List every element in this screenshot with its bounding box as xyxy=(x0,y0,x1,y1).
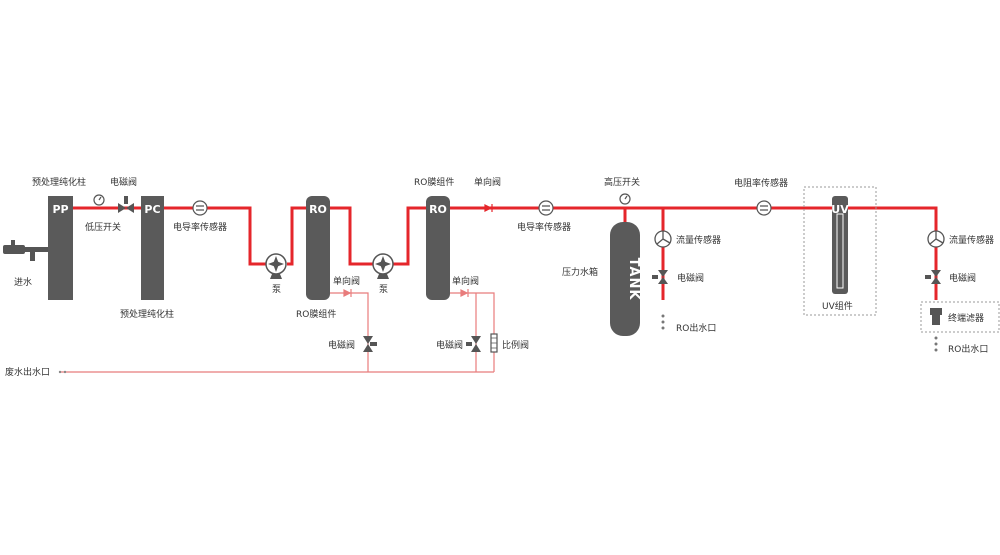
conductivity-sensor-1-icon xyxy=(192,200,208,216)
inlet-valve-label: 电磁阀 xyxy=(110,176,137,188)
solenoid-out-1-label: 电磁阀 xyxy=(677,272,704,284)
ro-outlet-1-drops-icon xyxy=(661,314,665,330)
pressure-tank: TANK xyxy=(610,222,641,336)
resistivity-sensor-icon xyxy=(756,200,772,216)
check-valve-1-label: 单向阀 xyxy=(333,275,360,287)
solenoid-out-2-label: 电磁阀 xyxy=(949,272,976,284)
waste-line-ro2 xyxy=(450,292,495,372)
pc-vessel: PC xyxy=(141,196,164,300)
check-valve-top-icon xyxy=(484,204,493,212)
uv-module-label: UV组件 xyxy=(822,300,853,312)
ro-membrane-1-label: RO膜组件 xyxy=(296,308,336,320)
terminal-filter xyxy=(920,301,1000,333)
solenoid-out-1-icon xyxy=(652,270,668,284)
cond-sensor-1-label: 电导率传感器 xyxy=(173,221,227,233)
waste-outlet-dots xyxy=(58,370,67,374)
check-valve-1-icon xyxy=(343,289,352,297)
pipe-segment-pump2-ro2 xyxy=(393,206,426,266)
ratio-valve-icon xyxy=(490,333,498,353)
high-pressure-switch-label: 高压开关 xyxy=(604,176,640,188)
ro-outlet-2-label: RO出水口 xyxy=(948,343,988,355)
pump-2-label: 泵 xyxy=(379,284,388,295)
cond-sensor-2-label: 电导率传感器 xyxy=(517,221,571,233)
pipe-segment-pc-pump1 xyxy=(164,206,266,266)
flow-sensor-1-icon xyxy=(654,230,672,248)
ro2-vessel-label: RO xyxy=(429,203,447,216)
high-pressure-switch-icon xyxy=(619,193,631,205)
ro2-vessel: RO xyxy=(426,196,450,300)
inlet-solenoid-valve-icon xyxy=(118,196,134,213)
waste-line-ro1 xyxy=(330,292,369,372)
low-pressure-switch-icon xyxy=(93,194,105,206)
ro1-vessel: RO xyxy=(306,196,330,300)
pretreat-top-label: 预处理纯化柱 xyxy=(32,176,86,188)
pump-1-label: 泵 xyxy=(272,284,281,295)
pipe-segment-pump1-ro1 xyxy=(287,206,306,266)
solenoid-out-2-icon xyxy=(925,270,941,284)
terminal-filter-label: 终端滤器 xyxy=(948,312,984,324)
check-valve-2-label: 单向阀 xyxy=(452,275,479,287)
waste-outlet-label: 废水出水口 xyxy=(5,366,50,378)
ro-outlet-2-drops-icon xyxy=(934,336,938,352)
solenoid-waste-2-label: 电磁阀 xyxy=(436,339,463,351)
faucet-icon xyxy=(3,240,49,261)
conductivity-sensor-2-icon xyxy=(538,200,554,216)
pump-1-icon xyxy=(265,253,287,279)
low-pressure-switch-label: 低压开关 xyxy=(85,221,121,233)
uv-module: UV xyxy=(803,186,877,316)
pp-vessel-label: PP xyxy=(52,203,68,216)
pipe-segment-ro1-pump2 xyxy=(330,206,373,266)
inlet-label: 进水 xyxy=(14,276,32,288)
pp-vessel: PP xyxy=(48,196,73,300)
ro-membrane-2-label: RO膜组件 xyxy=(414,176,454,188)
uv-vessel-label: UV xyxy=(831,203,849,216)
resistivity-sensor-label: 电阻率传感器 xyxy=(734,177,788,189)
main-pipeline xyxy=(73,206,938,300)
ratio-valve-label: 比例阀 xyxy=(502,339,529,351)
solenoid-waste-1-icon xyxy=(363,336,377,352)
pretreat-bottom-label: 预处理纯化柱 xyxy=(120,308,174,320)
waste-pipeline xyxy=(60,292,495,373)
solenoid-waste-1-label: 电磁阀 xyxy=(328,339,355,351)
ro1-vessel-label: RO xyxy=(309,203,327,216)
tank-vessel-label: TANK xyxy=(626,258,641,301)
flow-sensor-1-label: 流量传感器 xyxy=(676,234,721,246)
pipe-segment-uv-end xyxy=(848,206,938,300)
flow-sensor-2-icon xyxy=(927,230,945,248)
pump-2-icon xyxy=(372,253,394,279)
flow-sensor-2-label: 流量传感器 xyxy=(949,234,994,246)
pc-vessel-label: PC xyxy=(144,203,160,216)
check-valve-top-label: 单向阀 xyxy=(474,176,501,188)
ro-outlet-1-label: RO出水口 xyxy=(676,322,716,334)
check-valve-2-icon xyxy=(460,289,469,297)
solenoid-waste-2-icon xyxy=(466,336,481,352)
pressure-tank-label: 压力水箱 xyxy=(562,266,598,278)
